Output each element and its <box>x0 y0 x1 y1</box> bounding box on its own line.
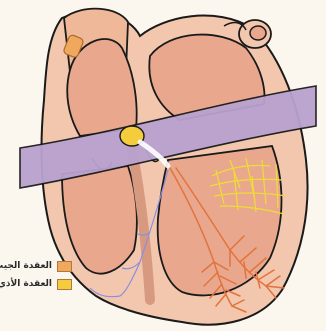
legend-swatch-av <box>57 279 72 290</box>
legend-label-sinoatrial: العقدة الجيب <box>0 260 52 272</box>
legend-swatch-sinoatrial <box>57 261 72 272</box>
legend: العقدة الجيب العقدة الأذي <box>0 258 72 308</box>
legend-label-av: العقدة الأذي <box>0 278 52 290</box>
legend-item-av: العقدة الأذي <box>0 276 72 292</box>
legend-item-sinoatrial: العقدة الجيب <box>0 258 72 274</box>
